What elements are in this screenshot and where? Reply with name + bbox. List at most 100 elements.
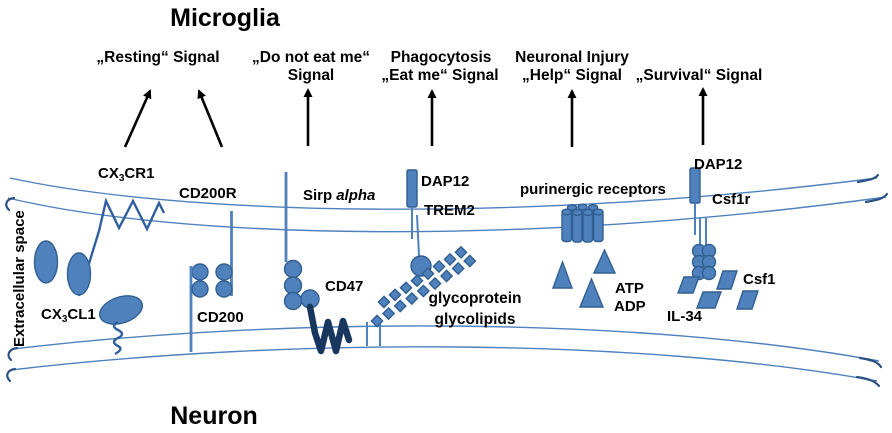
microglia-title: Microglia	[170, 4, 281, 32]
dap12-adaptor	[406, 169, 418, 208]
purinergic-receptor-cylinders	[561, 203, 604, 243]
glyco-bead	[370, 314, 384, 328]
cx3cl1-label: CX3CL1	[41, 306, 96, 325]
cylinder-cap	[582, 208, 594, 216]
glyco-bead	[428, 276, 442, 291]
cx3cr1-transmembrane-zigzag	[77, 197, 166, 297]
dap12-adaptor	[689, 167, 701, 204]
neuron-membrane	[6, 322, 883, 388]
ligand-parallelogram	[736, 290, 759, 310]
glycoprotein-glycolipid-chain	[370, 245, 477, 328]
glyco-bead	[416, 284, 430, 298]
survival-signal-label: „Survival“ Signal	[636, 67, 763, 84]
csf1-label: Csf1	[743, 271, 776, 288]
nucleotide-triangle	[578, 277, 605, 308]
sirp-alpha-domain-bead	[283, 259, 303, 279]
cx3cl1-domain	[98, 295, 144, 325]
glyco-bead	[399, 281, 413, 295]
nucleotide-triangle	[592, 248, 617, 274]
cx3cl1-ligand: CX3CL1	[33, 240, 144, 356]
trem2-stalk	[416, 214, 420, 257]
membrane-end-curl	[856, 173, 880, 184]
receptor-cylinder	[561, 210, 573, 243]
membrane-end-curl	[5, 196, 16, 212]
glycolipids-label: glycolipids	[435, 311, 516, 328]
do-not-eat-me-signal-label-line2: Signal	[288, 67, 335, 84]
glyco-bead	[382, 306, 396, 321]
glyco-bead	[410, 274, 424, 288]
ligand-parallelogram	[676, 276, 701, 294]
cd200-ligand: CD200	[189, 266, 244, 352]
purinergic-receptors-label: purinergic receptors	[520, 181, 666, 198]
purinergic-receptor: purinergic receptors	[520, 181, 666, 243]
glycoprotein-label: glycoprotein	[428, 290, 521, 307]
cylinder-cap	[561, 208, 573, 216]
membrane-end-curl	[864, 192, 889, 204]
resting-arrow-left	[123, 89, 152, 148]
glyco-bead	[440, 269, 454, 283]
atp-adp-ligands: ATP ADP	[551, 248, 646, 315]
neuronal-injury-signal-label-line1: Neuronal Injury	[515, 49, 629, 66]
atp-label: ATP	[615, 280, 644, 297]
phagocytosis-signal-label-line1: Phagocytosis	[391, 49, 492, 66]
sirp-alpha-domain-bead	[283, 276, 303, 295]
cx3cl1-domain	[33, 240, 59, 284]
adp-label: ADP	[614, 298, 646, 315]
cx3cl1-membrane-anchor-squiggle	[112, 320, 124, 356]
glyco-bead	[454, 245, 468, 259]
receptor-cylinder	[592, 210, 604, 243]
trem2-dap12-complex: DAP12 TREM2	[406, 169, 475, 277]
dap12-mid-label: DAP12	[421, 173, 469, 190]
receptor-cylinder	[582, 211, 594, 243]
glyco-bead	[421, 267, 435, 281]
microglia-membrane-upper-line	[9, 177, 878, 210]
csf1r-dap12-complex: DAP12 Csf1r	[689, 156, 751, 281]
neuron-membrane-upper-line	[12, 325, 880, 362]
cd200r-label: CD200R	[179, 185, 237, 202]
membrane-end-curl	[6, 367, 17, 383]
glyco-bead	[432, 259, 446, 274]
nucleotide-triangle	[551, 259, 574, 289]
membrane-end-curl	[7, 346, 19, 362]
resting-arrow-right	[197, 89, 224, 148]
receptor-cylinder	[571, 211, 583, 243]
glyco-bead	[463, 254, 477, 268]
neuron-membrane-lower-line	[10, 346, 878, 382]
glyco-bead	[451, 261, 465, 276]
cx3cl1-domain	[66, 252, 92, 296]
signal-labels: „Resting“ Signal „Do not eat me“ Signal …	[96, 49, 762, 84]
glyco-bead	[443, 252, 457, 266]
csf1r-label: Csf1r	[712, 191, 751, 208]
cylinder-cap	[571, 208, 583, 216]
dap12-right-label: DAP12	[694, 156, 742, 173]
glyco-bead	[405, 291, 419, 306]
cd200r-domain-bead	[215, 263, 233, 281]
glyco-bead	[388, 288, 402, 302]
membrane-end-curl	[858, 356, 883, 369]
cd47-ligand: CD47	[300, 278, 363, 355]
microglia-membrane-lower-line	[7, 196, 887, 233]
glyco-bead	[393, 299, 407, 313]
phagocytosis-signal-label-line2: „Eat me“ Signal	[381, 67, 498, 84]
csf1-il34-ligands: Csf1 IL-34	[667, 270, 776, 325]
extracellular-space-label: Extracellular space	[11, 210, 28, 347]
ligand-parallelogram	[695, 291, 723, 309]
cd47-label: CD47	[325, 278, 363, 295]
microglia-membrane	[5, 173, 889, 233]
csf1r-domain-bead	[701, 265, 717, 281]
glyco-bead	[377, 295, 391, 309]
membrane-end-curl	[855, 375, 881, 388]
il34-label: IL-34	[667, 308, 703, 325]
sirp-alpha-domain-bead	[283, 291, 303, 311]
trem2-label: TREM2	[424, 202, 475, 219]
cx3cr1-label: CX3CR1	[98, 165, 154, 184]
cylinder-cap	[592, 208, 604, 216]
ligand-parallelogram	[716, 270, 738, 290]
cd200-label: CD200	[197, 309, 244, 326]
cd200r-receptor: CD200R	[179, 185, 237, 296]
cd200-domain-bead	[215, 280, 233, 298]
cylinder-cap	[577, 203, 588, 211]
